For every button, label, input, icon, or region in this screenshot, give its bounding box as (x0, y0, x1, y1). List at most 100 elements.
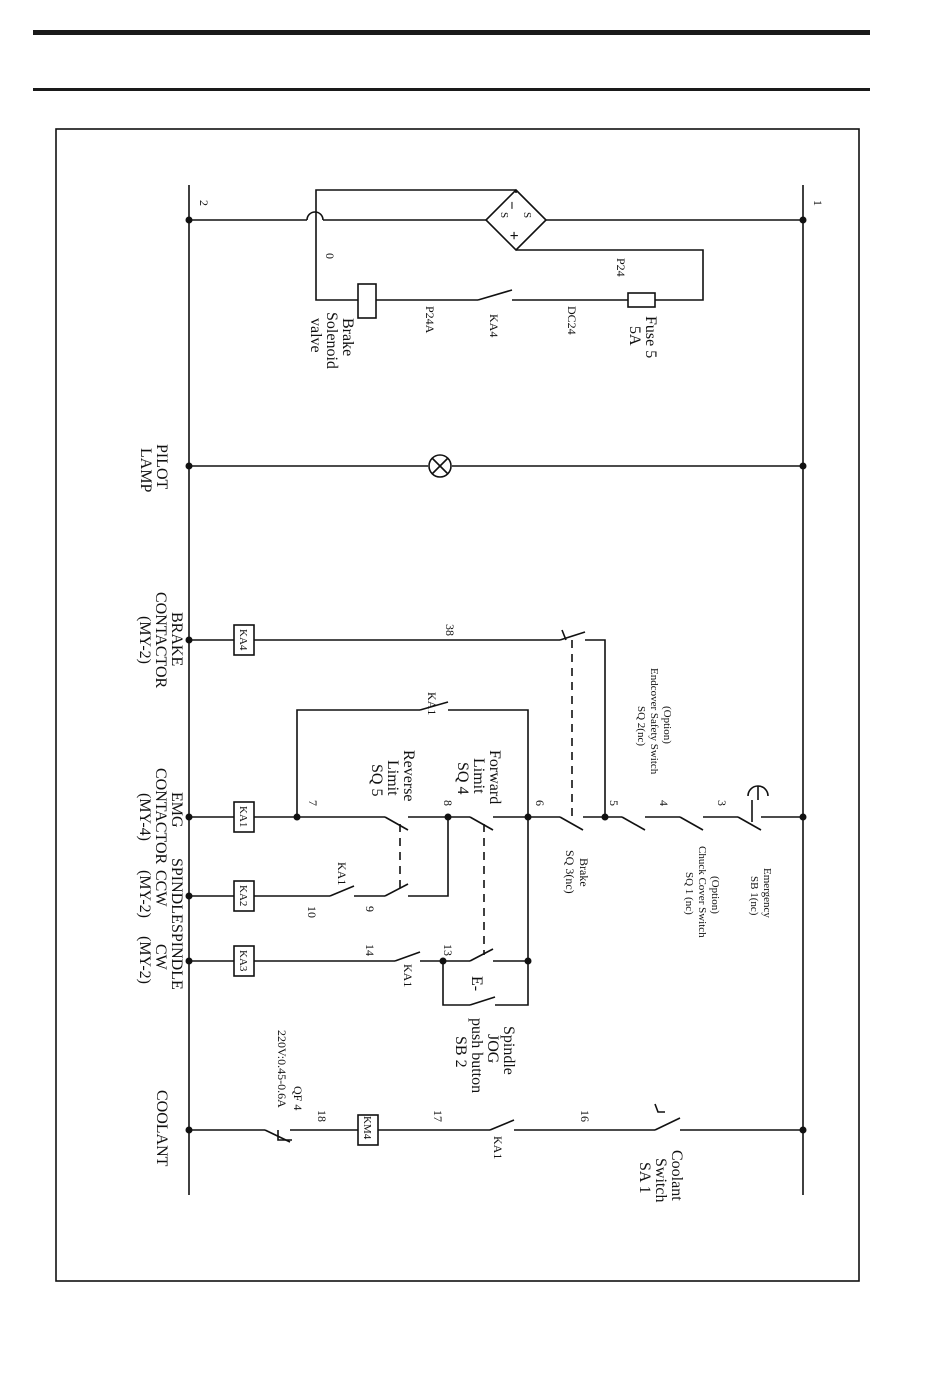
chuck-line3: SQ 1 (nc) (683, 872, 695, 915)
brake-contactor-line3: (MY-2) (136, 616, 153, 664)
diagram-border (55, 128, 860, 1282)
wire-9: 9 (363, 906, 377, 912)
wire-p24a: P24A (423, 306, 437, 334)
wire-16: 16 (578, 1110, 592, 1122)
sq5-contact (384, 816, 409, 831)
wire-10: 10 (305, 906, 319, 918)
rail-2-label: 2 (197, 200, 211, 206)
wire-5: 5 (607, 800, 621, 806)
emergency-line1: Emergency (761, 868, 773, 918)
coolant-switch-line1: Coolant (668, 1150, 685, 1201)
jog-line2: JOG (484, 1034, 501, 1064)
wire-dc24: DC24 (565, 306, 579, 335)
endcover-line1: (Option) (661, 706, 673, 744)
sq3-nc-contact-upper (559, 631, 586, 641)
ka1-hold-contact (419, 701, 449, 711)
ka1-hold-label: KA1 (425, 692, 439, 715)
rectifier-minus: − (503, 201, 519, 210)
brake-solenoid-coil (357, 283, 377, 319)
header-rule-second (33, 88, 870, 91)
spindle-ccw-line2: CCW (152, 870, 169, 907)
jog-button-contact (469, 996, 496, 1006)
km4-coil (357, 1114, 379, 1146)
km4-coil-label: KM4 (361, 1116, 373, 1140)
reverse-line3: SQ 5 (368, 764, 385, 796)
forward-line3: SQ 4 (454, 762, 471, 794)
header-rule-top (33, 30, 870, 35)
forward-line1: Forward (486, 750, 503, 804)
rail-1-label: 1 (811, 200, 825, 206)
sq2-contact (621, 816, 646, 831)
chuck-line1: (Option) (709, 876, 721, 914)
wire-8: 8 (441, 800, 455, 806)
rectifier-s1: S (521, 212, 533, 218)
sb1-contact (737, 816, 762, 831)
fuse-5 (627, 292, 656, 308)
emg-contactor-line2: CONTACTOR (152, 768, 169, 865)
endcover-line3: SQ 2(nc) (635, 706, 647, 746)
spindle-cw-line3: (MY-2) (136, 936, 153, 984)
ka3-coil (233, 945, 255, 977)
rectifier-bridge (484, 188, 548, 252)
wire-38: 38 (443, 624, 457, 636)
spindle-cw-line2: CW (152, 944, 169, 971)
sq1-contact (679, 816, 704, 831)
qf4-line2: 220V:0.45-0.6A (275, 1030, 289, 1108)
ka1-coil-label: KA1 (237, 806, 249, 827)
wire-4: 4 (657, 800, 671, 806)
wire-14: 14 (363, 944, 377, 956)
brake-sq3-line2: SQ 3(nc) (563, 850, 577, 894)
ka1-coolant-label: KA1 (491, 1136, 505, 1159)
pilot-line2: LAMP (137, 448, 154, 493)
jog-e-mark: E- (468, 976, 485, 991)
wire-0: 0 (323, 253, 337, 259)
ka4-contact-label: KA4 (487, 314, 501, 337)
emergency-line2: SB 1(nc) (748, 876, 760, 916)
emg-contactor-line3: (MY-4) (136, 793, 153, 841)
ka1-cw-label: KA1 (401, 964, 415, 987)
wire-18: 18 (315, 1110, 329, 1122)
ka4-coil-label: KA4 (237, 629, 249, 651)
sq3-contact (559, 816, 584, 831)
reverse-line1: Reverse (400, 750, 417, 802)
ka1-coil (233, 801, 255, 833)
rectifier-s2: S (498, 212, 510, 218)
wire-3: 3 (715, 800, 729, 806)
emg-contactor-line1: EMG (168, 792, 185, 828)
fuse-line2: 5A (626, 326, 643, 346)
brake-sq3-line1: Brake (577, 858, 591, 887)
spindle-ccw-line1: SPINDLE (168, 858, 185, 924)
coolant-switch-line2: Switch (652, 1158, 669, 1202)
ka1-cw-contact (394, 951, 421, 962)
spindle-cw-line1: SPINDLE (168, 924, 185, 990)
endcover-line2: Endcover Safety Switch (648, 668, 660, 775)
brake-contactor-line1: BRAKE (168, 612, 185, 666)
ka2-coil-label: KA2 (237, 885, 249, 906)
jog-line1: Spindle (500, 1026, 517, 1075)
brake-contactor-line2: CONTACTOR (152, 592, 169, 689)
pilot-lamp-symbol (428, 454, 452, 478)
ka4-coil (233, 624, 255, 656)
coolant-switch-line3: SA 1 (636, 1162, 653, 1194)
forward-line2: Limit (470, 758, 487, 794)
brake-valve-line1: Brake (339, 318, 356, 356)
brake-valve-line3: valve (307, 318, 324, 353)
spindle-ccw-line3: (MY-2) (136, 870, 153, 918)
ka1-coolant-contact (489, 1119, 515, 1131)
wire-13: 13 (441, 944, 455, 956)
qf4-line1: QF 4 (291, 1086, 305, 1110)
rectifier-plus: + (505, 231, 522, 240)
fuse-line1: Fuse 5 (642, 316, 659, 358)
wire-17: 17 (431, 1110, 445, 1122)
junction-dots (185, 216, 807, 1134)
ka1-ccw-contact (329, 885, 355, 897)
ka1-ccw-label: KA1 (335, 862, 349, 885)
wire-7: 7 (306, 800, 320, 806)
chuck-line2: Chuck Cover Switch (696, 846, 708, 938)
ka4-contact (477, 289, 513, 301)
jog-line3: push button (468, 1018, 485, 1093)
jog-line4: SB 2 (452, 1036, 469, 1068)
pilot-line1: PILOT (153, 444, 170, 490)
reverse-line2: Limit (384, 760, 401, 796)
